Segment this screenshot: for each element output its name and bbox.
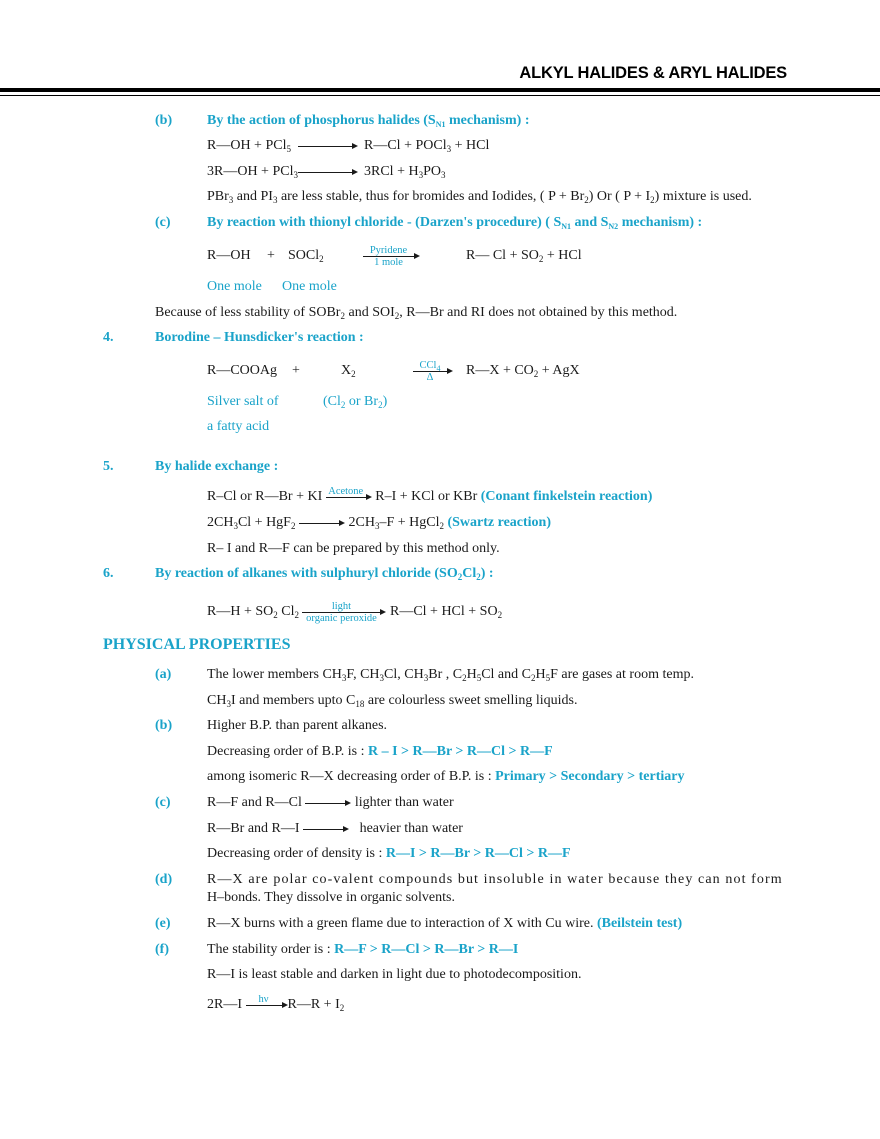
equation: 3R—OH + PCl3: [207, 164, 298, 180]
section-4-label: 4.: [103, 330, 114, 345]
section-c-label: (c): [155, 215, 171, 230]
equation-product: R—X + CO2 + AgX: [466, 363, 580, 379]
annotation: Silver salt of: [207, 394, 279, 409]
mole-label: One mole: [207, 279, 262, 294]
note-text: Because of less stability of SOBr2 and S…: [155, 305, 678, 321]
item-label: (b): [155, 718, 173, 733]
reactant: R—OH: [207, 248, 251, 263]
property-text: among isomeric R—X decreasing order of B…: [207, 769, 685, 784]
plus-sign: +: [267, 248, 275, 263]
section-c-heading: By reaction with thionyl chloride - (Dar…: [207, 215, 703, 231]
property-text: R—I is least stable and darken in light …: [207, 967, 582, 982]
annotation: a fatty acid: [207, 419, 270, 434]
item-label: (c): [155, 795, 171, 810]
reaction-arrow-icon: Acetone: [325, 486, 372, 506]
equation-product: 3RCl + H3PO3: [364, 164, 446, 180]
equation: 2CH3Cl + HgF2 2CH3–F + HgCl2 (Swartz rea…: [207, 515, 552, 531]
section-5-heading: By halide exchange :: [155, 459, 279, 474]
arrow-icon: [305, 796, 352, 810]
section-6-heading: By reaction of alkanes with sulphuryl ch…: [155, 566, 494, 582]
property-text: R—X burns with a green flame due to inte…: [207, 916, 683, 931]
equation-product: R—Cl + POCl3 + HCl: [364, 138, 490, 154]
property-text: The lower members CH3F, CH3Cl, CH3Br , C…: [207, 667, 694, 683]
reaction-arrow-icon: hν: [245, 994, 288, 1014]
reaction-arrow-icon: [298, 139, 358, 153]
reactant: R—COOAg: [207, 363, 278, 378]
item-label: (a): [155, 667, 172, 682]
equation-product: R— Cl + SO2 + HCl: [466, 248, 582, 264]
header-rule-thin: [0, 95, 880, 96]
note-text: R– I and R—F can be prepared by this met…: [207, 541, 500, 556]
item-label: (d): [155, 872, 173, 887]
property-text: Decreasing order of density is : R—I > R…: [207, 846, 571, 861]
header-rule-thick: [0, 88, 880, 92]
reaction-arrow-icon: [298, 165, 358, 179]
section-5-label: 5.: [103, 459, 114, 474]
section-b-label: (b): [155, 113, 173, 128]
property-text: R—F and R—Cl lighter than water: [207, 795, 454, 810]
item-label: (f): [155, 942, 169, 957]
arrow-icon: [303, 822, 350, 836]
section-b-heading: By the action of phosphorus halides (SN1…: [207, 113, 530, 129]
equation: R–Cl or R—Br + KI Acetone R–I + KCl or K…: [207, 485, 653, 506]
property-text: Decreasing order of B.P. is : R – I > R—…: [207, 744, 553, 759]
property-text: H–bonds. They dissolve in organic solven…: [207, 890, 455, 905]
mole-label: One mole: [282, 279, 337, 294]
annotation: (Cl2 or Br2): [323, 394, 388, 410]
chapter-title: ALKYL HALIDES & ARYL HALIDES: [519, 64, 787, 82]
section-title: PHYSICAL PROPERTIES: [103, 636, 291, 653]
property-text: Higher B.P. than parent alkanes.: [207, 718, 388, 733]
reactant: X2: [341, 363, 356, 379]
section-6-label: 6.: [103, 566, 114, 581]
reaction-arrow-icon: [298, 516, 345, 530]
equation: R—OH + PCl5: [207, 138, 291, 154]
plus-sign: +: [292, 363, 300, 378]
property-text: R—Br and R—I heavier than water: [207, 821, 463, 836]
note-text: PBr3 and PI3 are less stable, thus for b…: [207, 189, 752, 205]
section-4-heading: Borodine – Hunsdicker's reaction :: [155, 330, 364, 345]
property-text: The stability order is : R—F > R—Cl > R—…: [207, 942, 519, 957]
reactant: SOCl2: [288, 248, 324, 264]
property-text: R—X are polar co-valent compounds but in…: [207, 872, 783, 887]
property-text: CH3I and members upto C18 are colourless…: [207, 693, 578, 709]
item-label: (e): [155, 916, 171, 931]
